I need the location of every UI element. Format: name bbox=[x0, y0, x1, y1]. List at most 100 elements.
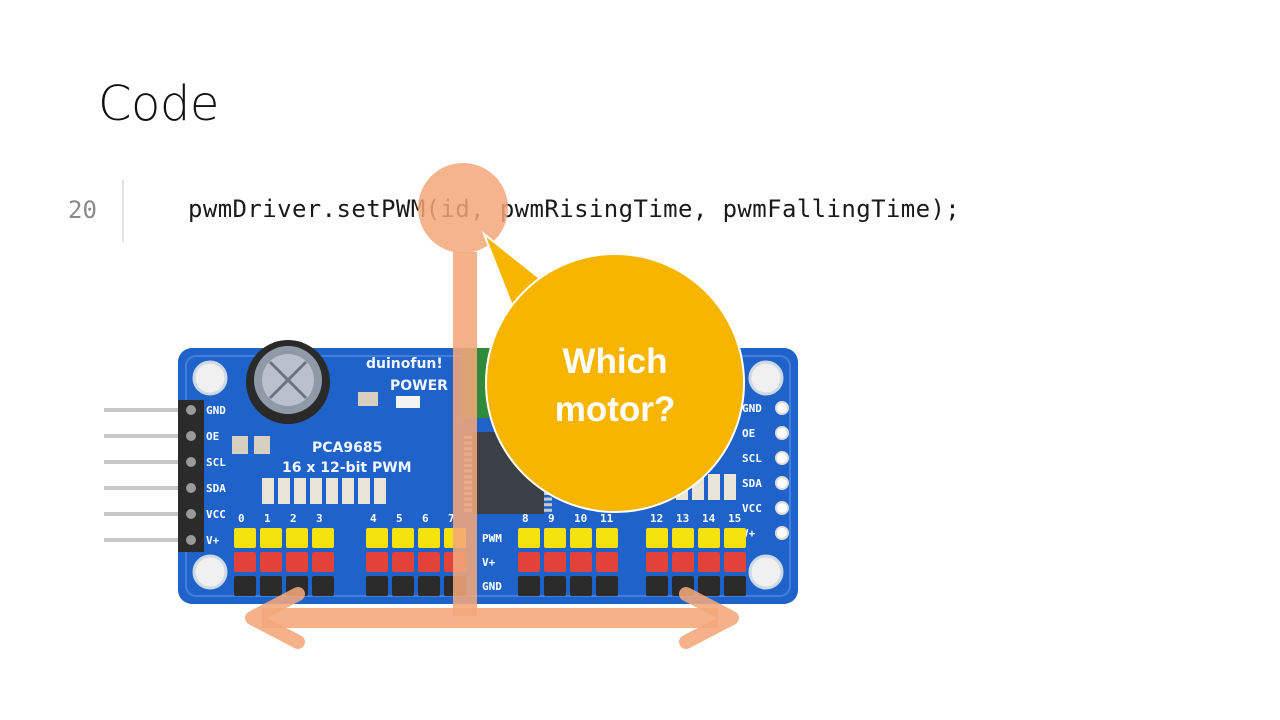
header-pin bbox=[724, 528, 746, 548]
header-pin bbox=[724, 576, 746, 596]
channel-label: 5 bbox=[396, 512, 403, 525]
header-pin bbox=[544, 528, 566, 548]
capacitor bbox=[246, 340, 330, 424]
channel-label: 10 bbox=[574, 512, 587, 525]
header-pin bbox=[698, 576, 720, 596]
channel-label: 14 bbox=[702, 512, 716, 525]
header-pin bbox=[518, 576, 540, 596]
left-pin-label: GND bbox=[206, 404, 226, 417]
header-pin bbox=[570, 528, 592, 548]
header-pin bbox=[544, 576, 566, 596]
header-pin bbox=[672, 552, 694, 572]
header-pin bbox=[366, 552, 388, 572]
resistor bbox=[262, 478, 274, 504]
header-pin bbox=[646, 552, 668, 572]
header-row-label: PWM bbox=[482, 532, 502, 545]
channel-label: 1 bbox=[264, 512, 271, 525]
highlight-circle bbox=[418, 163, 508, 253]
header-pin bbox=[312, 576, 334, 596]
left-side-pins bbox=[104, 408, 184, 542]
resistor bbox=[310, 478, 322, 504]
chip-desc-label: 16 x 12-bit PWM bbox=[282, 460, 412, 476]
resistor bbox=[358, 478, 370, 504]
right-pin-label: VCC bbox=[742, 502, 762, 515]
left-pin-label: OE bbox=[206, 430, 219, 443]
resistor bbox=[724, 474, 736, 500]
chip-name-label: PCA9685 bbox=[312, 440, 382, 456]
channel-label: 4 bbox=[370, 512, 377, 525]
header-pin bbox=[286, 552, 308, 572]
header-pin bbox=[698, 528, 720, 548]
header-pin bbox=[544, 552, 566, 572]
channel-label: 11 bbox=[600, 512, 614, 525]
header-pin bbox=[366, 576, 388, 596]
resistor bbox=[374, 478, 386, 504]
slide-title: Code bbox=[98, 76, 219, 132]
header-pin bbox=[286, 528, 308, 548]
vertical-arrow-shaft bbox=[453, 252, 477, 616]
header-pin bbox=[260, 576, 282, 596]
right-pin-hole bbox=[775, 426, 789, 440]
right-pin-label: SCL bbox=[742, 452, 762, 465]
resistor bbox=[278, 478, 290, 504]
brand-label: duinofun! bbox=[366, 356, 443, 372]
right-pin-label: GND bbox=[742, 402, 762, 415]
header-pin bbox=[392, 576, 414, 596]
channel-label: 12 bbox=[650, 512, 663, 525]
header-pin bbox=[646, 576, 668, 596]
right-pin-hole bbox=[775, 401, 789, 415]
header-pin bbox=[234, 552, 256, 572]
header-pin bbox=[596, 552, 618, 572]
right-pin-hole bbox=[775, 476, 789, 490]
header-pin bbox=[570, 552, 592, 572]
resistor bbox=[708, 474, 720, 500]
header-pin bbox=[234, 528, 256, 548]
horizontal-arrow-shaft bbox=[262, 608, 718, 628]
callout-line-1: Which bbox=[562, 342, 668, 381]
header-pin bbox=[698, 552, 720, 572]
right-pin-label: SDA bbox=[742, 477, 762, 490]
callout-line-2: motor? bbox=[554, 390, 676, 429]
mounting-holes bbox=[192, 360, 784, 590]
left-pin-label: SCL bbox=[206, 456, 226, 469]
channel-label: 9 bbox=[548, 512, 555, 525]
channel-label: 6 bbox=[422, 512, 429, 525]
header-pin bbox=[518, 552, 540, 572]
arrow-head-left bbox=[245, 587, 305, 649]
header-pin bbox=[260, 528, 282, 548]
callout-text: Which motor? bbox=[530, 338, 700, 434]
header-pin bbox=[672, 528, 694, 548]
header-pin bbox=[312, 528, 334, 548]
header-pin bbox=[518, 528, 540, 548]
right-pin-hole bbox=[775, 501, 789, 515]
callout-bubble bbox=[481, 230, 745, 513]
header-pin bbox=[596, 528, 618, 548]
channel-label: 7 bbox=[448, 512, 455, 525]
header-pin bbox=[392, 528, 414, 548]
left-pin-label: VCC bbox=[206, 508, 226, 521]
right-pin-label: OE bbox=[742, 427, 755, 440]
gutter-divider bbox=[122, 180, 124, 242]
resistor bbox=[326, 478, 338, 504]
channel-label: 3 bbox=[316, 512, 323, 525]
header-pin bbox=[724, 552, 746, 572]
right-pin-hole bbox=[775, 451, 789, 465]
header-pin bbox=[570, 576, 592, 596]
header-pin bbox=[418, 576, 440, 596]
channel-label: 13 bbox=[676, 512, 689, 525]
header-pin bbox=[418, 528, 440, 548]
header-pin bbox=[646, 528, 668, 548]
header-row-label: V+ bbox=[482, 556, 496, 569]
header-pin bbox=[260, 552, 282, 572]
header-pin bbox=[392, 552, 414, 572]
channel-label: 15 bbox=[728, 512, 741, 525]
line-number: 20 bbox=[68, 196, 97, 224]
left-header bbox=[178, 400, 204, 552]
resistor bbox=[342, 478, 354, 504]
channel-label: 0 bbox=[238, 512, 245, 525]
channel-label: 2 bbox=[290, 512, 297, 525]
header-pin bbox=[312, 552, 334, 572]
left-pin-label: SDA bbox=[206, 482, 226, 495]
